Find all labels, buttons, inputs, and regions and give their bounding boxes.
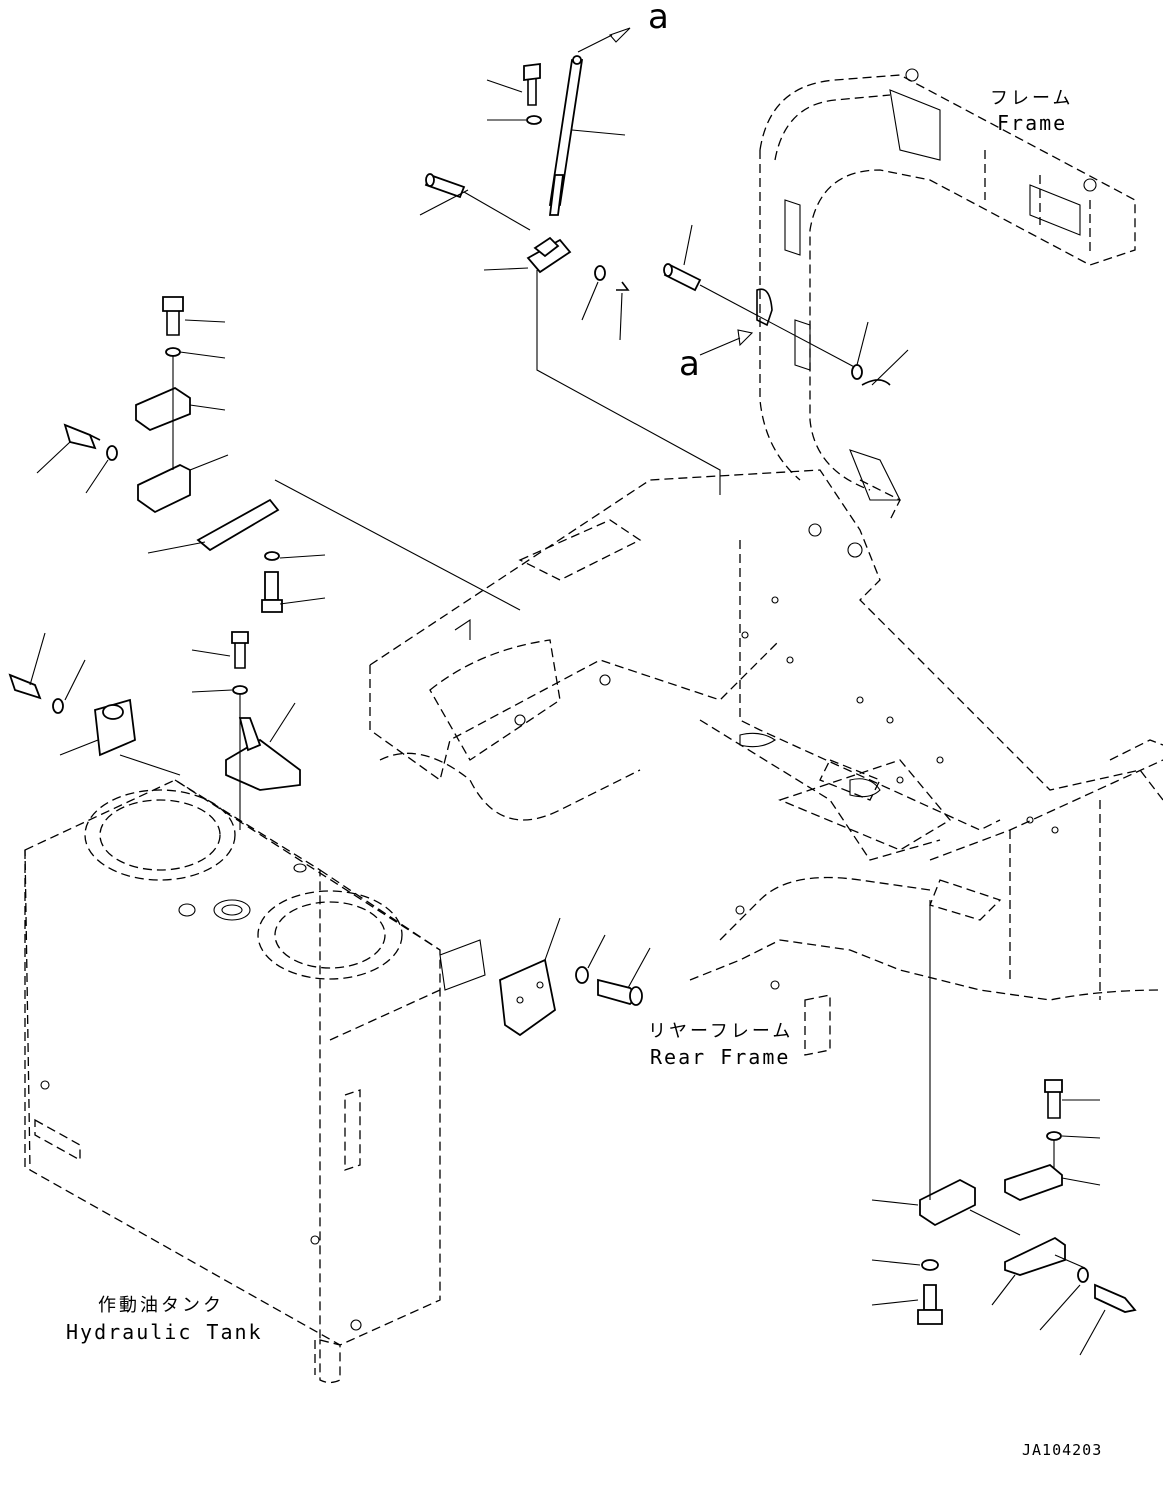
frame-label-jp: フレーム: [990, 88, 1074, 109]
reference-a-mid: a: [679, 344, 700, 384]
rear-frame-label-jp: リヤーフレーム: [648, 1021, 794, 1042]
reference-a-top: a: [648, 0, 669, 37]
hydraulic-tank-label-en: Hydraulic Tank: [66, 1320, 263, 1344]
center-bracket: [499, 917, 651, 1037]
gas-spring-assembly: [419, 27, 721, 495]
frame-label-en: Frame: [997, 111, 1068, 135]
right-bracket-assembly: [871, 900, 1137, 1356]
left-bracket-assembly-upper: [36, 296, 521, 613]
upper-frame: [759, 68, 1136, 501]
hydraulic-tank: [24, 779, 486, 1384]
left-bracket-assembly-lower: [8, 631, 301, 830]
rear-frame: [369, 469, 1163, 1056]
rear-frame-label-en: Rear Frame: [650, 1045, 791, 1069]
frame-pin: [663, 224, 909, 386]
hydraulic-tank-label-jp: 作動油タンク: [98, 1295, 224, 1316]
drawing-id: JA104203: [1022, 1441, 1103, 1459]
